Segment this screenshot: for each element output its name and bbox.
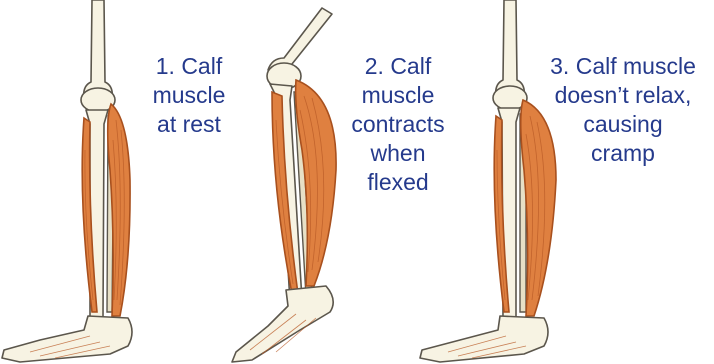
leg-2-contracted <box>232 8 336 362</box>
caption-2-line: flexed <box>342 168 454 197</box>
leg-1-at-rest <box>2 0 132 362</box>
caption-2-line: when <box>342 139 454 168</box>
caption-1-line: at rest <box>133 110 245 139</box>
caption-step-2: 2. Calf muscle contracts when flexed <box>342 52 454 197</box>
caption-3-line: 3. Calf muscle <box>534 52 712 81</box>
caption-3-line: cramp <box>534 139 712 168</box>
caption-step-1: 1. Calf muscle at rest <box>133 52 245 139</box>
caption-2-line: 2. Calf <box>342 52 454 81</box>
caption-3-line: causing <box>534 110 712 139</box>
caption-3-line: doesn’t relax, <box>534 81 712 110</box>
caption-2-line: contracts <box>342 110 454 139</box>
caption-step-3: 3. Calf muscle doesn’t relax, causing cr… <box>534 52 712 168</box>
caption-1-line: muscle <box>133 81 245 110</box>
caption-1-line: 1. Calf <box>133 52 245 81</box>
caption-2-line: muscle <box>342 81 454 110</box>
leg-3-femur <box>496 0 525 98</box>
leg-1-femur <box>84 0 113 100</box>
